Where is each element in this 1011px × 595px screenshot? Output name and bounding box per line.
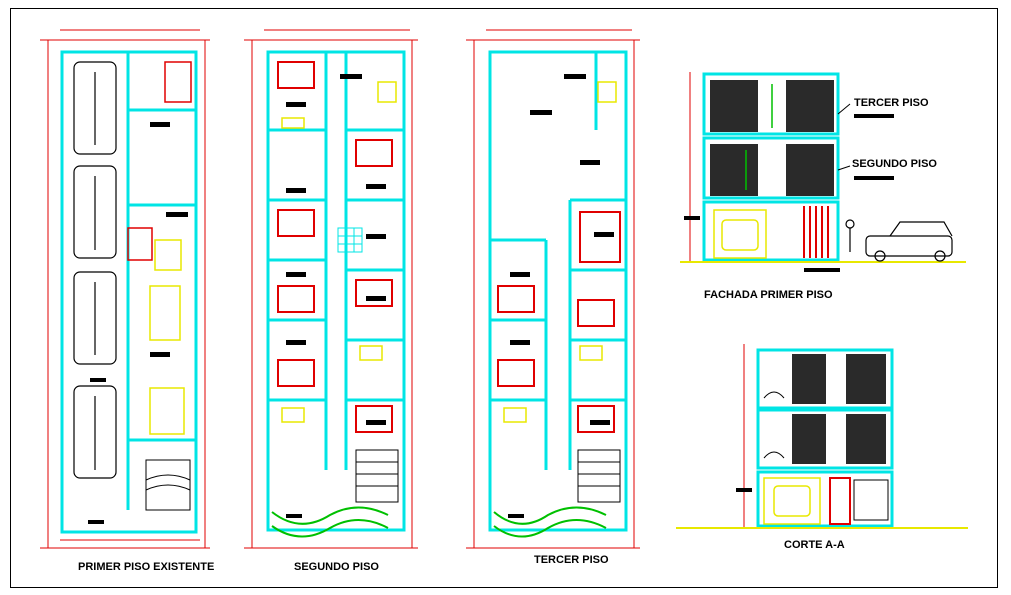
label-fachada: FACHADA PRIMER PISO — [704, 289, 833, 301]
fachada-text-blocks — [684, 114, 894, 272]
label-primer-piso: PRIMER PISO EXISTENTE — [78, 561, 215, 573]
plan3-dimensions — [466, 29, 640, 549]
plan3-stair — [577, 449, 621, 503]
fachada-garage — [713, 209, 767, 259]
label-corte: CORTE A-A — [784, 539, 845, 551]
plan1-cars — [73, 61, 117, 479]
fachada-leaders — [837, 103, 851, 171]
plan-segundo-piso — [244, 29, 418, 549]
plan2-dimensions — [244, 29, 418, 549]
fachada-person-car — [845, 219, 953, 262]
plan1-red-elements — [127, 61, 192, 261]
fachada-walls — [702, 72, 840, 262]
plan2-text-blocks — [286, 74, 386, 518]
plan2-tile — [337, 227, 363, 253]
fachada-gate — [803, 206, 829, 258]
label-fachada-segundo-piso: SEGUNDO PISO — [852, 158, 937, 170]
corte-hatch — [792, 354, 886, 464]
plan3-walls — [488, 50, 628, 532]
corte-garage — [763, 477, 821, 525]
corte-section — [676, 344, 968, 529]
plan2-balcony — [271, 506, 389, 538]
plan-tercer-piso — [466, 29, 640, 549]
plan1-walls — [60, 50, 198, 534]
corte-walls — [756, 348, 894, 528]
label-segundo-piso: SEGUNDO PISO — [294, 561, 379, 573]
plan2-walls — [266, 50, 406, 532]
corte-stairs — [829, 477, 851, 525]
plan2-beds — [277, 61, 393, 433]
corte-text-blocks — [736, 488, 752, 492]
plan2-furniture — [281, 81, 397, 423]
plan3-furniture — [503, 81, 617, 423]
fachada-figures — [745, 84, 773, 190]
fachada-glazing — [710, 80, 834, 196]
plan-primer-piso — [40, 29, 210, 549]
plan1-stair — [145, 459, 191, 511]
label-tercer-piso: TERCER PISO — [534, 554, 609, 566]
plan1-furniture — [149, 239, 185, 435]
plan3-beds — [497, 211, 621, 433]
sheet-border — [10, 8, 998, 588]
plan2-stair — [355, 449, 399, 503]
plan1-dimensions — [40, 29, 210, 549]
plan3-text-blocks — [508, 74, 614, 518]
label-fachada-tercer-piso: TERCER PISO — [854, 97, 929, 109]
fachada-elevation — [680, 72, 966, 272]
plan3-balcony — [493, 506, 607, 538]
corte-details — [763, 391, 889, 521]
plan1-text-blocks — [88, 122, 188, 524]
